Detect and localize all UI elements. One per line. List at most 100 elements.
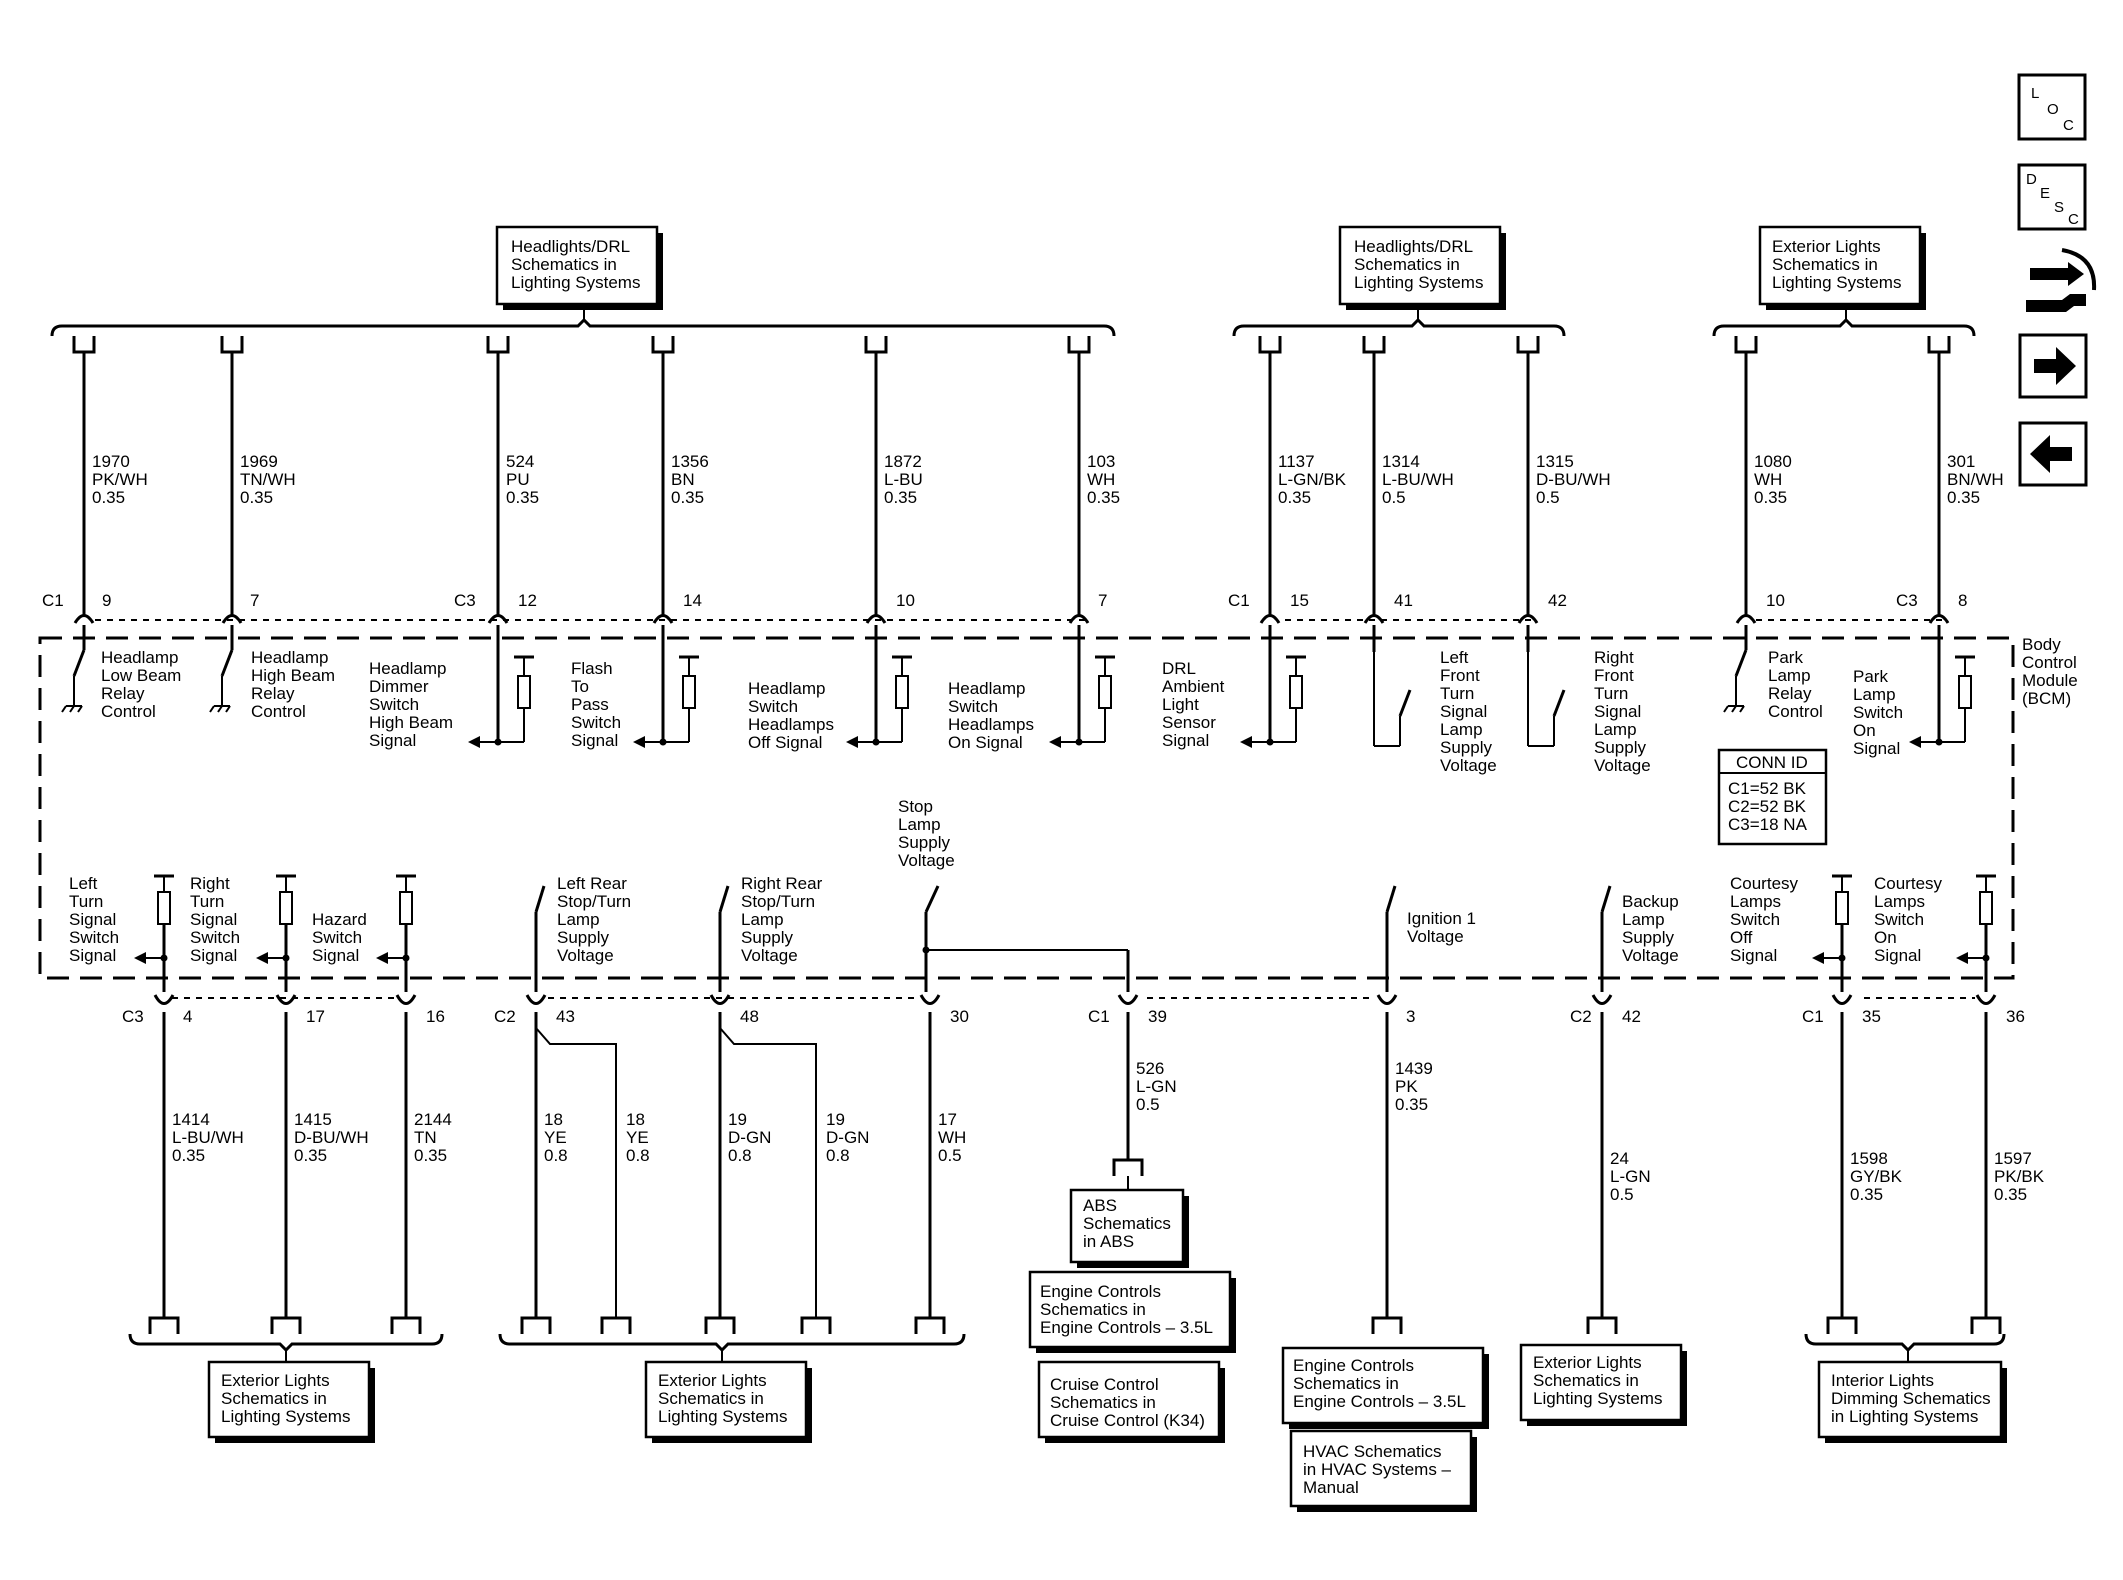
signal-arrow: [1240, 736, 1252, 748]
connector-pin: [1591, 994, 1613, 1005]
top-harness-bus-1: [50, 317, 1116, 337]
pin-number: 14: [683, 591, 702, 610]
bottom-circuit-11: 36: [1956, 874, 2025, 1026]
switch-symbol: [72, 649, 86, 677]
signal-arrow: [1812, 952, 1824, 964]
harness-terminal: [1112, 1158, 1144, 1176]
loc-button[interactable]: L O C: [2017, 73, 2087, 141]
back-button[interactable]: [2018, 421, 2088, 487]
harness-terminal: [1927, 336, 1951, 354]
harness-terminal: [148, 1316, 180, 1334]
pin-number: 3: [1406, 1007, 1415, 1026]
switch-symbol: [220, 649, 234, 677]
resistor-symbol: [1289, 675, 1303, 709]
pin-number: 36: [2006, 1007, 2025, 1026]
connector-c1-bottom-2: C1: [1802, 1007, 1824, 1026]
pin-number: 7: [250, 591, 259, 610]
pin-number: 7: [1098, 591, 1107, 610]
connector-pin: [1928, 614, 1950, 624]
bottom-harness-bus-1: [128, 1333, 444, 1353]
resistor-symbol: [895, 675, 909, 709]
connector-c1-top-2: C1: [1228, 591, 1250, 610]
pin-number: 12: [518, 591, 537, 610]
arrow-right-icon: [2034, 347, 2076, 385]
harness-terminal: [864, 336, 888, 354]
pin-number: 48: [740, 1007, 759, 1026]
connector-pin: [73, 614, 95, 624]
harness-terminal: [1258, 336, 1282, 354]
harness-terminal: [800, 1316, 832, 1334]
bottom-circuit-8: 3: [1376, 885, 1415, 1026]
connector-wrench-icon[interactable]: [2026, 248, 2097, 312]
pin-number: 42: [1622, 1007, 1641, 1026]
svg-text:CONN ID: CONN ID: [1736, 753, 1808, 772]
bottom-harness-bus-3: [1804, 1333, 2006, 1353]
connector-c1-bottom: C1: [1088, 1007, 1110, 1026]
bottom-circuit-10: 35: [1812, 874, 1881, 1026]
signal-arrow: [633, 736, 645, 748]
top-harness-bus-3: [1712, 317, 1976, 337]
harness-terminal: [486, 336, 510, 354]
harness-terminal: [1826, 1316, 1858, 1334]
desc-button[interactable]: D E S C: [2017, 163, 2087, 231]
forward-button[interactable]: [2018, 333, 2088, 399]
resistor-symbol: [517, 675, 531, 709]
harness-terminal: [1734, 336, 1758, 354]
svg-text:L: L: [2031, 85, 2039, 102]
connector-pin: [1735, 614, 1757, 624]
pin-number: 39: [1148, 1007, 1167, 1026]
signal-arrow: [1956, 952, 1968, 964]
pin-number: 10: [896, 591, 915, 610]
harness-terminal: [270, 1316, 302, 1334]
svg-text:C: C: [2063, 117, 2074, 134]
bottom-circuit-3: 16: [376, 874, 445, 1026]
connector-c3-top-2: C3: [1896, 591, 1918, 610]
